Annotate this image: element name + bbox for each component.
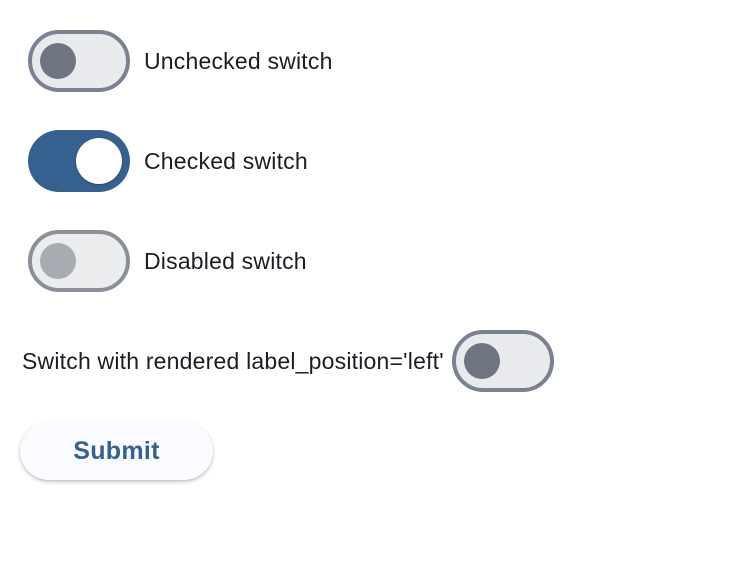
form-container: Unchecked switch Checked switch Disabled… [20,30,730,480]
switch-thumb [40,43,76,79]
unchecked-switch-toggle[interactable] [28,30,130,92]
label-left-switch-toggle[interactable] [451,330,554,392]
switch-label: Unchecked switch [144,47,333,74]
switch-label: Switch with rendered label_position='lef… [22,347,444,374]
disabled-switch-toggle [28,230,130,292]
switch-label: Checked switch [144,147,308,174]
switch-thumb [40,243,76,279]
switch-thumb [463,343,500,379]
switch-thumb [76,138,122,184]
switch-row-label-left: Switch with rendered label_position='lef… [22,330,730,392]
switch-row-checked: Checked switch [22,130,730,192]
checked-switch-toggle[interactable] [28,130,130,192]
submit-button[interactable]: Submit [20,422,213,480]
switch-row-unchecked: Unchecked switch [22,30,730,92]
switch-label: Disabled switch [144,247,307,274]
switch-row-disabled: Disabled switch [22,230,730,292]
